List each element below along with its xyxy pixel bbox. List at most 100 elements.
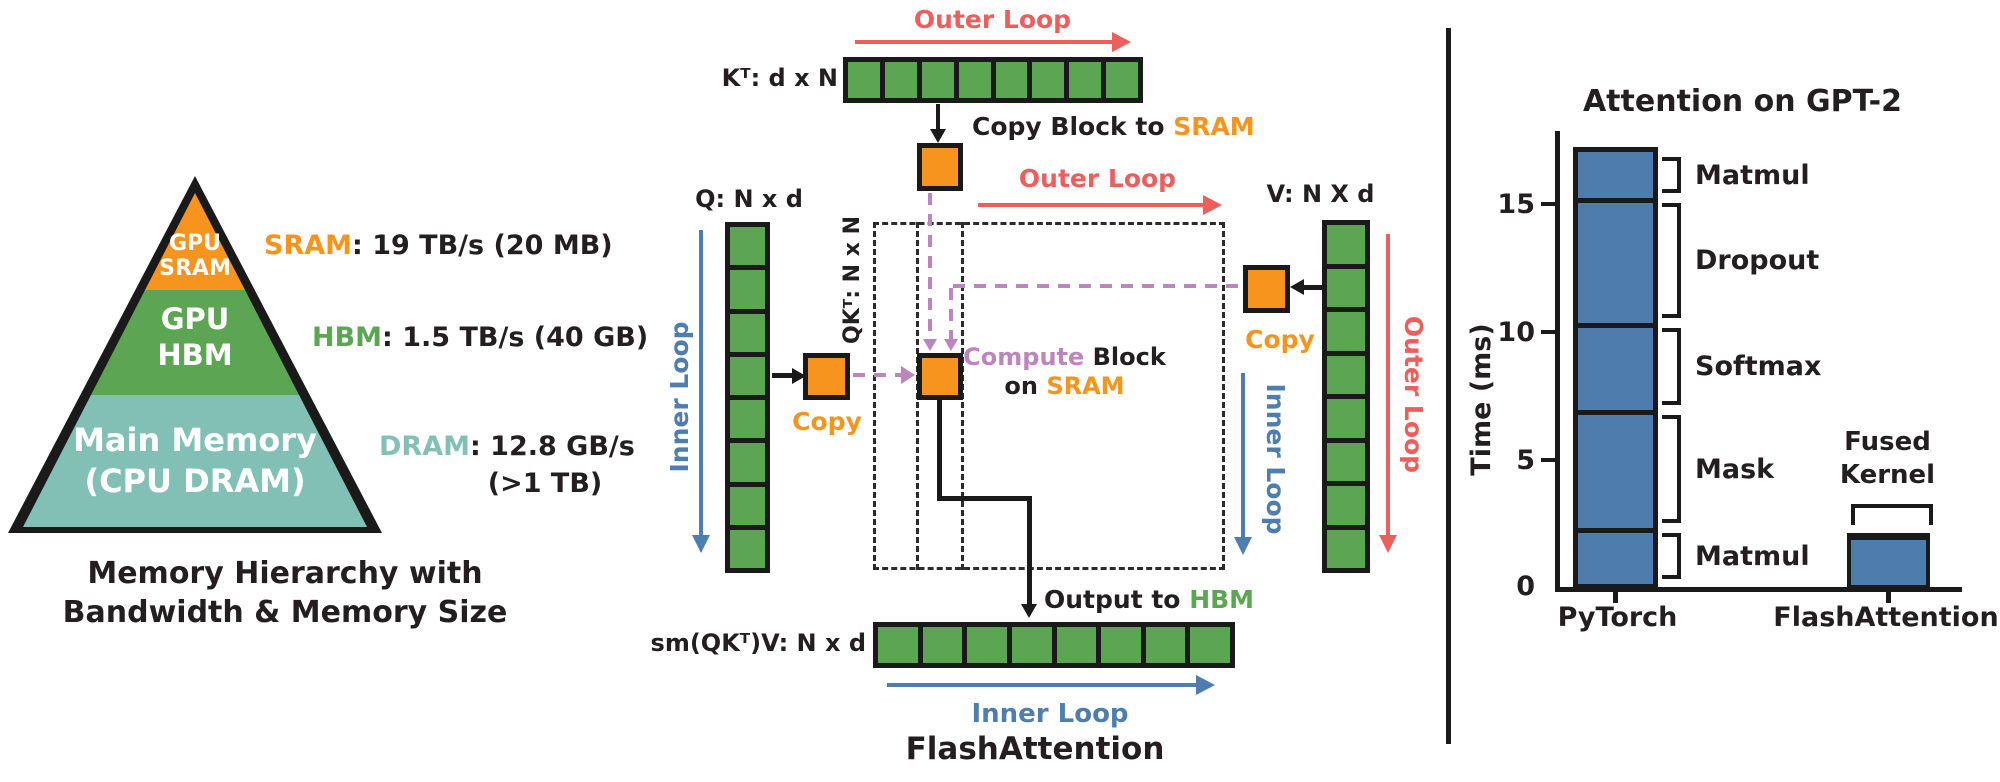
inner-loop-right-arrowhead-icon — [1234, 537, 1252, 555]
k-to-compute-dashed-arrow — [928, 193, 932, 339]
output-highlight: HBM — [1189, 585, 1255, 614]
spec-hbm-name: HBM — [312, 322, 383, 353]
pyramid-caption-line1: Memory Hierarchy with — [87, 556, 483, 591]
spec-dram-detail2: (>1 TB) — [487, 468, 603, 499]
q-copy-arrowhead-icon — [792, 368, 806, 384]
inner-loop-left-arrowhead-icon — [692, 535, 710, 553]
compute-block-line2: on SRAM — [962, 372, 1167, 401]
output-arrowhead-icon — [1021, 604, 1037, 618]
xtick-flashattention — [1886, 592, 1891, 603]
matrix-cell — [1327, 263, 1365, 307]
segment-label-softmax: Softmax — [1695, 351, 1822, 382]
matrix-cell — [1006, 627, 1052, 663]
qkt-matrix-label: QKᵀ: N x N — [840, 216, 865, 344]
chart-y-axis — [1555, 131, 1560, 592]
v-matrix — [1322, 220, 1370, 573]
outer-loop-right-arrow — [1386, 234, 1390, 536]
spec-sram-name: SRAM — [264, 230, 353, 261]
ytick-label-10: 10 — [1497, 317, 1535, 348]
kt-matrix-label: Kᵀ: d x N — [721, 64, 838, 92]
xtick-pytorch — [1613, 592, 1618, 603]
xlabel-pytorch: PyTorch — [1557, 602, 1678, 633]
pytorch-segment-mask — [1578, 410, 1653, 528]
copy-left-label: Copy — [792, 407, 862, 436]
matrix-cell — [878, 627, 918, 663]
chart-title: Attention on GPT-2 — [1582, 84, 1903, 119]
pytorch-segment-softmax — [1578, 323, 1653, 410]
fused-kernel-line1: Fused — [1844, 427, 1931, 457]
inner-loop-left-arrow — [699, 230, 703, 536]
pyramid-dram-line2: (CPU DRAM) — [84, 462, 306, 500]
outer-loop-mid-label: Outer Loop — [1018, 164, 1177, 193]
matrix-cell — [1327, 481, 1365, 525]
pyramid-caption: Memory Hierarchy with Bandwidth & Memory… — [45, 554, 525, 632]
spec-hbm-detail: : 1.5 TB/s (40 GB) — [382, 322, 649, 353]
q-sram-block — [803, 353, 850, 400]
compute-rest: Block — [1084, 343, 1166, 371]
ytick-label-0: 0 — [1516, 571, 1535, 602]
copy-block-to-sram-label: Copy Block to SRAM — [972, 112, 1255, 141]
q-copy-arrow — [772, 373, 794, 378]
annotation-mask: Mask — [1662, 410, 1892, 528]
pyramid-level-sram: GPU SRAM — [145, 231, 245, 281]
outer-loop-right-arrowhead-icon — [1379, 535, 1397, 553]
outer-loop-top-arrowhead-icon — [1112, 32, 1131, 52]
matrix-cell — [730, 308, 765, 352]
copy-block-highlight: SRAM — [1173, 112, 1255, 141]
spec-dram-name: DRAM — [379, 431, 470, 462]
bracket-icon — [1662, 157, 1681, 193]
output-to-hbm-label: Output to HBM — [1044, 585, 1254, 614]
matrix-cell — [917, 627, 963, 663]
pytorch-bar — [1573, 147, 1658, 589]
spec-hbm: HBM: 1.5 TB/s (40 GB) — [312, 322, 648, 353]
ytick-5 — [1541, 458, 1555, 462]
matrix-cell — [953, 62, 991, 98]
pyramid-dram-line1: Main Memory — [73, 421, 317, 459]
v-matrix-label: V: N X d — [1266, 180, 1375, 208]
ytick-10 — [1541, 330, 1555, 334]
matrix-cell — [730, 265, 765, 309]
q-to-compute-dashed-arrow — [853, 373, 903, 377]
outer-loop-right-label: Outer Loop — [1399, 315, 1428, 474]
q-matrix-label: Q: N x d — [695, 185, 803, 213]
segment-label-dropout: Dropout — [1695, 245, 1820, 276]
bracket-icon — [1662, 415, 1681, 523]
outer-loop-mid-arrowhead-icon — [1203, 195, 1222, 215]
pyramid-hbm-line2: HBM — [157, 338, 233, 372]
inner-loop-left-label: Inner Loop — [665, 321, 694, 473]
v-sram-block — [1243, 265, 1290, 313]
ytick-label-15: 15 — [1497, 189, 1535, 220]
spec-sram: SRAM: 19 TB/s (20 MB) — [264, 230, 613, 261]
copy-block-prefix: Copy Block to — [972, 112, 1174, 141]
chart-x-axis — [1555, 587, 1962, 592]
ytick-label-5: 5 — [1516, 445, 1535, 476]
ytick-15 — [1541, 202, 1555, 206]
kt-matrix — [843, 57, 1143, 103]
matrix-cell — [1327, 394, 1365, 438]
spec-sram-detail: : 19 TB/s (20 MB) — [352, 230, 613, 261]
fused-kernel-bracket-icon — [1851, 504, 1933, 525]
v-to-compute-dashed-line — [953, 284, 1243, 288]
compute-sram: SRAM — [1046, 372, 1125, 400]
matrix-cell — [1027, 62, 1065, 98]
v-to-compute-arrowhead-icon — [944, 339, 958, 351]
panel-divider — [1446, 28, 1451, 744]
matrix-cell — [1140, 627, 1186, 663]
bracket-icon — [1662, 533, 1681, 579]
output-prefix: Output to — [1044, 585, 1190, 614]
matrix-cell — [1096, 627, 1141, 663]
v-to-compute-dashed-elbow — [949, 288, 953, 340]
matrix-cell — [1101, 62, 1138, 98]
compute-block-label: Compute Block on SRAM — [962, 343, 1167, 401]
pyramid-sram-line2: SRAM — [159, 256, 231, 281]
matrix-cell — [1327, 437, 1365, 481]
flashattention-title: FlashAttention — [905, 731, 1165, 767]
segment-label-matmul-bottom: Matmul — [1695, 540, 1810, 572]
annotation-matmul-bottom: Matmul — [1662, 528, 1892, 584]
q-to-compute-arrowhead-icon — [901, 366, 915, 384]
matrix-cell — [1327, 225, 1365, 264]
pyramid-caption-line2: Bandwidth & Memory Size — [62, 595, 508, 630]
q-matrix — [725, 222, 770, 573]
fused-kernel-line2: Kernel — [1839, 460, 1936, 490]
